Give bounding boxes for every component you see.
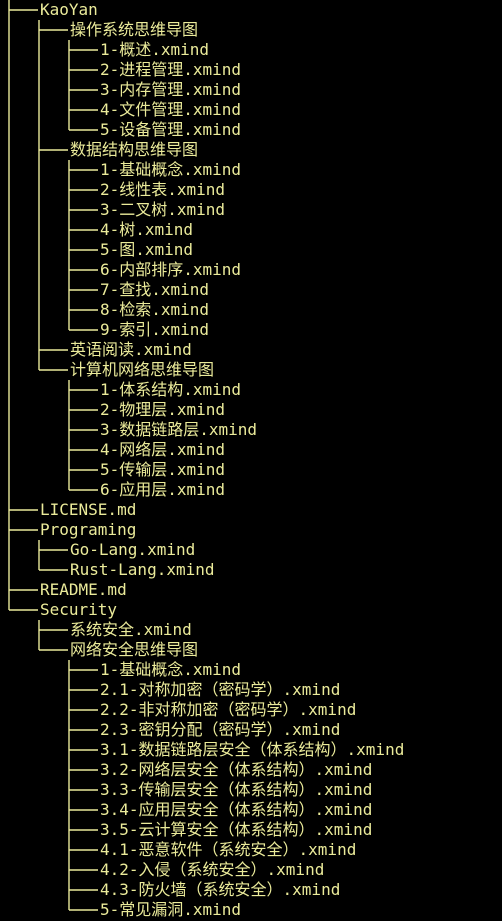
tree-file-item: 2.2-非对称加密（密码学）.xmind — [0, 700, 502, 720]
tree-file-item: 1-基础概念.xmind — [0, 160, 502, 180]
tree-file-item: 英语阅读.xmind — [0, 340, 502, 360]
tree-item-label: 5-图.xmind — [100, 240, 194, 259]
tree-file-item: 3.3-传输层安全（体系结构）.xmind — [0, 780, 502, 800]
tree-file-item: 5-传输层.xmind — [0, 460, 502, 480]
tree-item-label: 3-数据链路层.xmind — [100, 420, 258, 439]
tree-folder-item: 网络安全思维导图 — [0, 640, 502, 660]
tree-item-label: 英语阅读.xmind — [70, 340, 192, 359]
tree-item-label: 操作系统思维导图 — [70, 20, 199, 39]
tree-item-label: 6-内部排序.xmind — [100, 260, 242, 279]
tree-item-label: README.md — [40, 580, 127, 599]
tree-item-label: 4.1-恶意软件（系统安全）.xmind — [100, 840, 357, 859]
tree-file-item: 4.3-防火墙（系统安全）.xmind — [0, 880, 502, 900]
tree-file-item: 3.1-数据链路层安全（体系结构）.xmind — [0, 740, 502, 760]
tree-item-label: 3.4-应用层安全（体系结构）.xmind — [100, 800, 373, 819]
tree-item-label: 数据结构思维导图 — [70, 140, 199, 159]
tree-folder-item: 数据结构思维导图 — [0, 140, 502, 160]
tree-item-label: 2-物理层.xmind — [100, 400, 226, 419]
tree-item-label: 3.3-传输层安全（体系结构）.xmind — [100, 780, 373, 799]
tree-item-label: 3.5-云计算安全（体系结构）.xmind — [100, 820, 373, 839]
tree-file-item: 3.2-网络层安全（体系结构）.xmind — [0, 760, 502, 780]
tree-item-label: 2.2-非对称加密（密码学）.xmind — [100, 700, 357, 719]
tree-folder-item: 操作系统思维导图 — [0, 20, 502, 40]
tree-file-item: 系统安全.xmind — [0, 620, 502, 640]
tree-file-item: 1-基础概念.xmind — [0, 660, 502, 680]
tree-folder-item: Programing — [0, 520, 502, 540]
tree-file-item: 5-常见漏洞.xmind — [0, 900, 502, 920]
tree-folder-item: 计算机网络思维导图 — [0, 360, 502, 380]
tree-item-label: 4-文件管理.xmind — [100, 100, 242, 119]
tree-file-item: 9-索引.xmind — [0, 320, 502, 340]
tree-item-label: 系统安全.xmind — [70, 620, 192, 639]
tree-item-label: 2.3-密钥分配（密码学）.xmind — [100, 720, 341, 739]
tree-file-item: 7-查找.xmind — [0, 280, 502, 300]
tree-file-item: 3.4-应用层安全（体系结构）.xmind — [0, 800, 502, 820]
tree-file-item: Go-Lang.xmind — [0, 540, 502, 560]
tree-item-label: 3-二叉树.xmind — [100, 200, 226, 219]
tree-file-item: 3-二叉树.xmind — [0, 200, 502, 220]
tree-file-item: 3.5-云计算安全（体系结构）.xmind — [0, 820, 502, 840]
tree-item-label: LICENSE.md — [40, 500, 137, 519]
tree-file-item: 2-线性表.xmind — [0, 180, 502, 200]
tree-file-item: 6-内部排序.xmind — [0, 260, 502, 280]
tree-file-item: 4.2-入侵（系统安全）.xmind — [0, 860, 502, 880]
tree-item-label: 9-索引.xmind — [100, 320, 210, 339]
tree-item-label: 1-基础概念.xmind — [100, 660, 242, 679]
tree-item-label: 1-概述.xmind — [100, 40, 210, 59]
tree-item-label: 7-查找.xmind — [100, 280, 210, 299]
tree-folder-item: LICENSE.md — [0, 500, 502, 520]
tree-file-item: 5-图.xmind — [0, 240, 502, 260]
tree-file-item: Rust-Lang.xmind — [0, 560, 502, 580]
tree-item-label: 5-传输层.xmind — [100, 460, 226, 479]
tree-file-item: 5-设备管理.xmind — [0, 120, 502, 140]
tree-folder-item: Security — [0, 600, 502, 620]
tree-item-label: 3.1-数据链路层安全（体系结构）.xmind — [100, 740, 405, 759]
tree-file-item: 4-网络层.xmind — [0, 440, 502, 460]
tree-item-label: 3.2-网络层安全（体系结构）.xmind — [100, 760, 373, 779]
tree-item-label: 5-常见漏洞.xmind — [100, 900, 242, 919]
tree-item-label: 1-基础概念.xmind — [100, 160, 242, 179]
tree-item-label: 4-网络层.xmind — [100, 440, 226, 459]
tree-folder-item: KaoYan — [0, 0, 502, 20]
tree-item-label: 3-内存管理.xmind — [100, 80, 242, 99]
tree-item-label: Go-Lang.xmind — [70, 540, 196, 559]
tree-item-label: Rust-Lang.xmind — [70, 560, 215, 579]
tree-file-item: 2.3-密钥分配（密码学）.xmind — [0, 720, 502, 740]
tree-file-item: 8-检索.xmind — [0, 300, 502, 320]
tree-file-item: 1-概述.xmind — [0, 40, 502, 60]
tree-item-label: 4-树.xmind — [100, 220, 194, 239]
tree-item-label: 2.1-对称加密（密码学）.xmind — [100, 680, 341, 699]
tree-file-item: 6-应用层.xmind — [0, 480, 502, 500]
tree-item-label: KaoYan — [40, 0, 98, 19]
tree-file-item: 4.1-恶意软件（系统安全）.xmind — [0, 840, 502, 860]
tree-file-item: 4-文件管理.xmind — [0, 100, 502, 120]
tree-file-item: 2.1-对称加密（密码学）.xmind — [0, 680, 502, 700]
tree-item-label: 8-检索.xmind — [100, 300, 210, 319]
tree-item-label: 5-设备管理.xmind — [100, 120, 242, 139]
tree-item-label: 网络安全思维导图 — [70, 640, 199, 659]
tree-item-label: Programing — [40, 520, 137, 539]
tree-folder-item: README.md — [0, 580, 502, 600]
tree-file-item: 2-物理层.xmind — [0, 400, 502, 420]
tree-file-item: 3-内存管理.xmind — [0, 80, 502, 100]
tree-item-label: Security — [40, 600, 118, 619]
tree-file-item: 4-树.xmind — [0, 220, 502, 240]
tree-file-item: 1-体系结构.xmind — [0, 380, 502, 400]
tree-item-label: 4.2-入侵（系统安全）.xmind — [100, 860, 325, 879]
tree-file-item: 3-数据链路层.xmind — [0, 420, 502, 440]
tree-item-label: 1-体系结构.xmind — [100, 380, 242, 399]
tree-item-label: 2-进程管理.xmind — [100, 60, 242, 79]
tree-item-label: 6-应用层.xmind — [100, 480, 226, 499]
tree-item-label: 计算机网络思维导图 — [70, 360, 215, 379]
tree-item-label: 4.3-防火墙（系统安全）.xmind — [100, 880, 341, 899]
tree-file-item: 2-进程管理.xmind — [0, 60, 502, 80]
tree-item-label: 2-线性表.xmind — [100, 180, 226, 199]
